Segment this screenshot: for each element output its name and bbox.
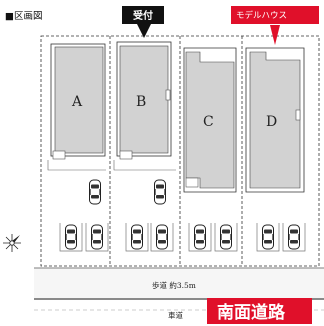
lot-d: D xyxy=(245,47,305,193)
compass-rose-icon xyxy=(3,234,21,252)
parking-slot xyxy=(85,222,109,252)
model-house-label: モデルハウス xyxy=(236,10,287,21)
lot-b: B xyxy=(113,41,176,171)
parking-slot xyxy=(125,222,149,252)
reception-marker: 受付 xyxy=(122,6,164,38)
lot-label-c: C xyxy=(203,114,214,130)
approach-path xyxy=(47,160,106,171)
south-road-label: 南面道路 xyxy=(217,302,286,323)
entrance-porch xyxy=(185,177,199,188)
lot-label-d: D xyxy=(266,114,277,130)
sidewalk-label: 歩道 約3.5m xyxy=(152,280,196,290)
window-mark xyxy=(165,89,171,101)
south-road-badge xyxy=(207,298,312,324)
parking-slot xyxy=(214,222,238,252)
roadway-label: 車道 xyxy=(168,310,183,320)
building-footprint xyxy=(119,45,169,154)
car-a-driveway xyxy=(89,179,101,205)
model-house-marker: モデルハウス xyxy=(231,6,319,45)
reception-label: 受付 xyxy=(133,9,153,22)
entrance-porch xyxy=(119,150,133,160)
building-footprint xyxy=(54,46,104,154)
parking-slot xyxy=(59,222,83,252)
parking-slot xyxy=(256,222,280,252)
sidewalk-area xyxy=(34,268,324,298)
lot-c: C xyxy=(183,47,237,193)
reception-badge xyxy=(122,6,164,24)
building-footprint xyxy=(249,51,301,189)
lot-a: A xyxy=(47,43,106,171)
parking-row xyxy=(59,222,306,252)
entrance-porch xyxy=(52,150,66,160)
map-title: ■区画図 xyxy=(5,11,42,22)
parking-slot xyxy=(188,222,212,252)
lot-label-b: B xyxy=(136,94,146,110)
reception-pointer xyxy=(137,24,151,38)
south-road-marker: 南面道路 xyxy=(207,298,312,324)
window-mark xyxy=(295,109,301,121)
model-house-pointer xyxy=(270,25,280,45)
parking-slot xyxy=(282,222,306,252)
car-b-driveway xyxy=(154,179,166,205)
model-house-badge xyxy=(231,6,319,24)
parking-slot xyxy=(150,222,174,252)
lot-label-a: A xyxy=(71,94,83,110)
approach-path xyxy=(113,160,176,171)
lot-frame xyxy=(40,35,320,267)
